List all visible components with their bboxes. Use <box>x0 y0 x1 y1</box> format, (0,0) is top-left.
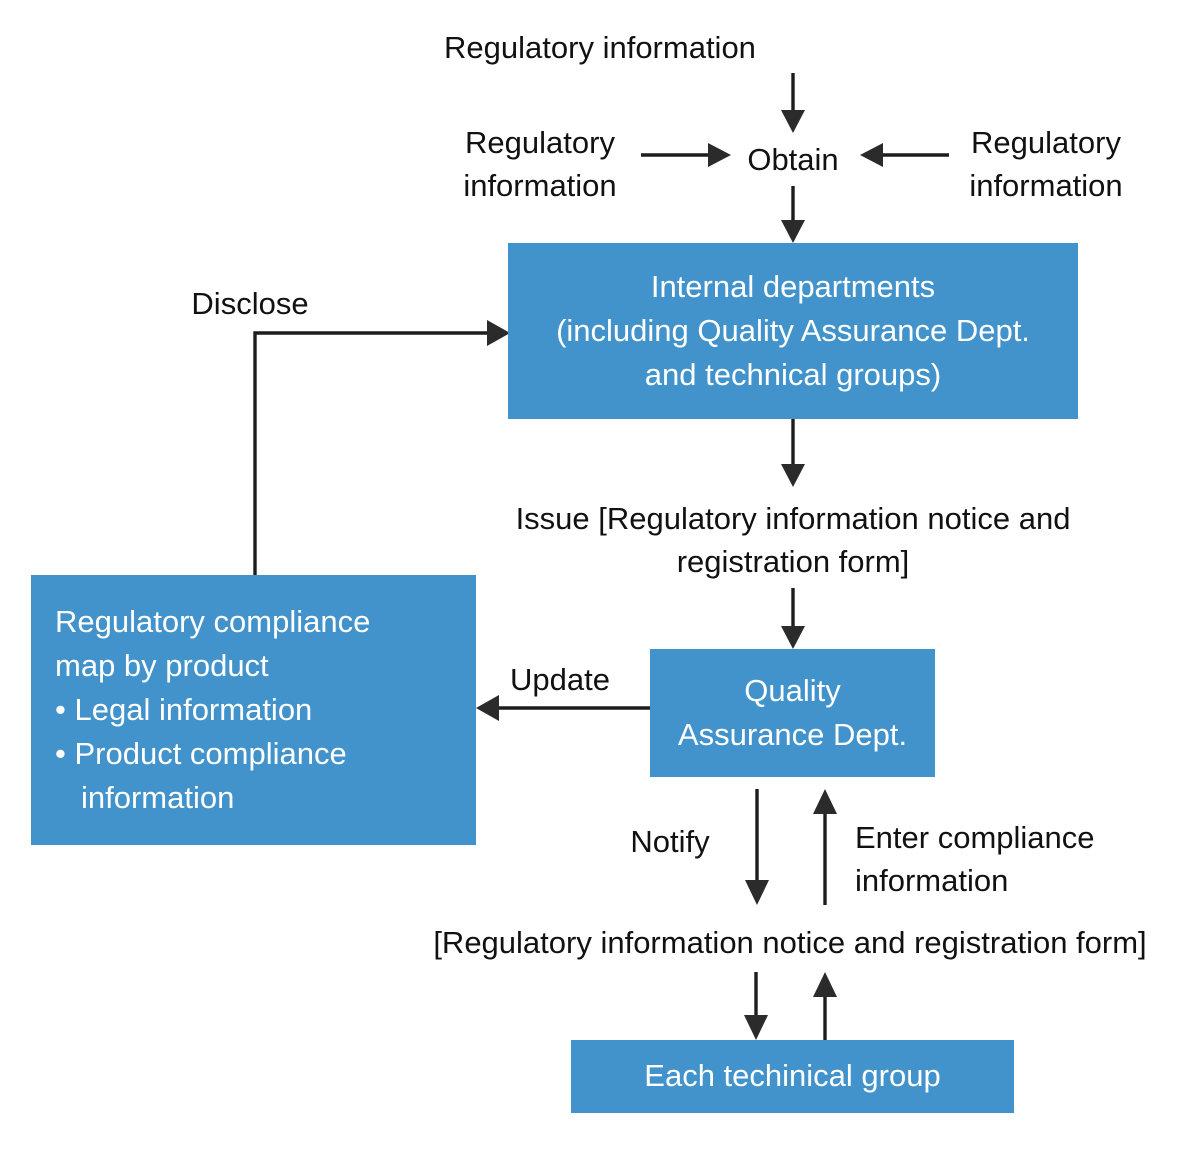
label-enter-compliance-line1: Enter compliance <box>855 820 1095 855</box>
node-internal-departments-line3: and technical groups) <box>644 357 942 392</box>
node-internal-departments[interactable]: Internal departments (including Quality … <box>508 243 1078 419</box>
label-left-source: Regulatory information <box>440 121 640 208</box>
label-update-text: Update <box>510 662 610 697</box>
node-regulatory-compliance-map[interactable]: Regulatory compliance map by product • L… <box>31 575 476 845</box>
node-quality-assurance-line2: Assurance Dept. <box>677 717 908 752</box>
label-right-source: Regulatory information <box>946 121 1146 208</box>
label-notice-form-text: [Regulatory information notice and regis… <box>433 925 1147 960</box>
node-compliance-map-bullet-legal-information: • Legal information <box>55 688 452 732</box>
node-each-technical-group[interactable]: Each techinical group <box>571 1040 1014 1113</box>
bullet-glyph-icon-2: • <box>55 736 66 771</box>
label-notice-and-registration-form: [Regulatory information notice and regis… <box>390 921 1190 964</box>
edge-enter-compliance-to-qa <box>813 789 837 905</box>
label-enter-compliance-line2: information <box>855 863 1009 899</box>
edge-obtain-to-internal-departments <box>781 186 805 243</box>
edge-issue-to-quality-assurance <box>781 588 805 649</box>
label-update: Update <box>470 658 650 701</box>
label-top-source-text: Regulatory information <box>444 30 756 65</box>
node-compliance-map-line1: Regulatory compliance <box>55 603 371 639</box>
label-issue-line2: registration form] <box>676 544 910 580</box>
node-compliance-map-bullet2-line1: Product compliance <box>74 736 347 771</box>
label-issue: Issue [Regulatory information notice and… <box>443 497 1143 584</box>
edge-top-source-to-obtain <box>781 73 805 133</box>
node-compliance-map-bullet2-line2: information <box>81 780 235 816</box>
label-left-source-line1: Regulatory <box>465 125 615 160</box>
label-disclose: Disclose <box>150 282 350 325</box>
node-compliance-map-bullet1-text: Legal information <box>74 691 313 727</box>
edge-internal-departments-to-issue <box>781 419 805 487</box>
edge-notify-qa-to-notice-form <box>745 789 769 905</box>
label-obtain-text: Obtain <box>747 142 839 177</box>
edge-notice-form-to-technical-group <box>744 972 768 1040</box>
node-technical-group-line1: Each techinical group <box>644 1058 941 1094</box>
node-compliance-map-line2: map by product <box>55 647 269 683</box>
node-internal-departments-line1: Internal departments <box>650 268 936 304</box>
label-left-source-line2: information <box>463 168 617 204</box>
label-right-source-line1: Regulatory <box>971 125 1121 160</box>
label-issue-line1: Issue [Regulatory information notice and <box>515 501 1071 536</box>
label-disclose-text: Disclose <box>191 286 309 321</box>
node-quality-assurance-line1: Quality <box>744 672 841 708</box>
node-internal-departments-line2: (including Quality Assurance Dept. <box>556 312 1030 348</box>
label-right-source-line2: information <box>969 168 1123 204</box>
label-enter-compliance-information: Enter compliance information <box>855 816 1155 903</box>
label-obtain: Obtain <box>693 138 893 181</box>
edge-technical-group-to-notice-form <box>813 972 837 1040</box>
node-quality-assurance-dept[interactable]: Quality Assurance Dept. <box>650 649 935 777</box>
node-compliance-map-bullet-product-compliance-information: • Product compliance information <box>55 732 452 820</box>
label-top-source: Regulatory information <box>0 26 1200 69</box>
bullet-glyph-icon: • <box>55 691 66 727</box>
label-notify-text: Notify <box>630 824 710 859</box>
label-notify: Notify <box>600 820 740 863</box>
